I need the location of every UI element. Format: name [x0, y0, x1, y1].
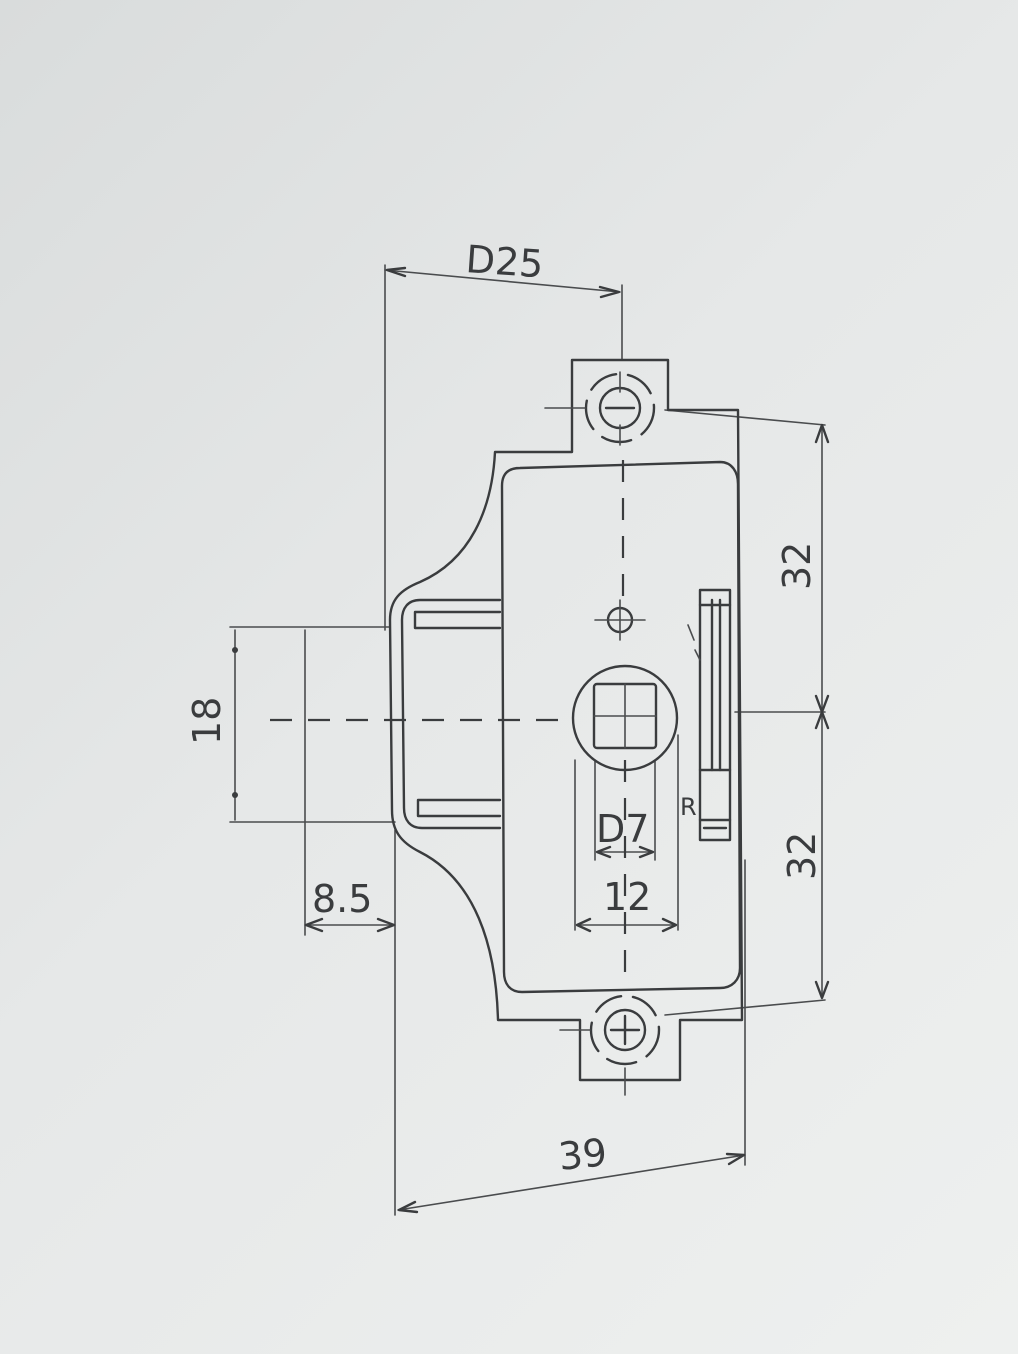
pivot-hole-icon	[594, 599, 646, 641]
dim-8-5-label: 8.5	[312, 877, 372, 921]
dim-12-label: 12	[603, 875, 651, 919]
dim-39-label: 39	[556, 1130, 609, 1179]
center-lines	[270, 460, 627, 975]
adjustment-cam-icon	[571, 664, 679, 772]
screw-hole-bottom-icon	[559, 994, 661, 1096]
dim-32-top-label: 32	[775, 542, 819, 590]
bracket-strip	[687, 588, 732, 842]
dim-18-label: 18	[185, 697, 229, 745]
dim-d7-label: D7	[596, 807, 649, 851]
dim-32-bottom-label: 32	[780, 832, 824, 880]
dimension-lines	[232, 266, 830, 1214]
screw-hole-top-icon	[544, 371, 656, 446]
dim-d25-label: D25	[464, 237, 545, 286]
dim-r-label: R	[680, 793, 697, 821]
hinge-outline	[388, 358, 744, 1082]
extension-lines	[229, 264, 826, 1216]
